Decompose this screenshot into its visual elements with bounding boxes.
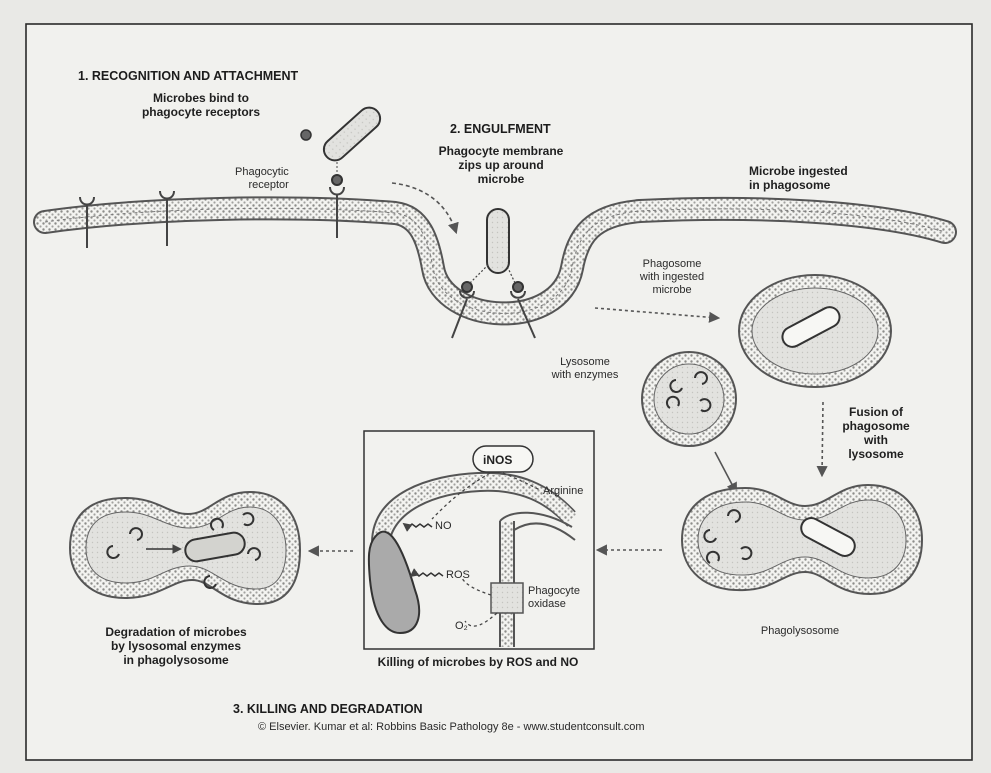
step3-title: 3. KILLING AND DEGRADATION: [233, 702, 423, 716]
no-label: NO: [435, 520, 452, 533]
ligand: [301, 130, 311, 140]
receptor-label: Phagocytic receptor: [235, 166, 289, 192]
step2-caption: Phagocyte membrane zips up around microb…: [439, 144, 564, 186]
oxidase-label: Phagocyte oxidase: [528, 585, 580, 611]
ros-label: ROS: [446, 569, 470, 582]
lysosome-label: Lysosome with enzymes: [552, 356, 619, 382]
microbe-step2: [487, 209, 509, 273]
step1-caption: Microbes bind to phagocyte receptors: [142, 91, 260, 119]
ingested-caption: Microbe ingested in phagosome: [749, 164, 848, 192]
arginine-label: Arginine: [543, 485, 583, 498]
phagosome-label: Phagosome with ingested microbe: [640, 258, 704, 297]
inos-label: iNOS: [483, 453, 512, 467]
fusion-label: Fusion of phagosome with lysosome: [842, 405, 909, 461]
degradation-caption: Degradation of microbes by lysosomal enz…: [105, 625, 246, 667]
killing-caption: Killing of microbes by ROS and NO: [378, 655, 579, 669]
phagocyte-oxidase: [491, 583, 523, 613]
o2-label: O₂: [455, 620, 468, 633]
phagolysosome-label: Phagolysosome: [761, 625, 839, 638]
step2-title: 2. ENGULFMENT: [450, 122, 551, 136]
credit-line: © Elsevier. Kumar et al: Robbins Basic P…: [258, 721, 645, 734]
step1-title: 1. RECOGNITION AND ATTACHMENT: [78, 69, 298, 83]
